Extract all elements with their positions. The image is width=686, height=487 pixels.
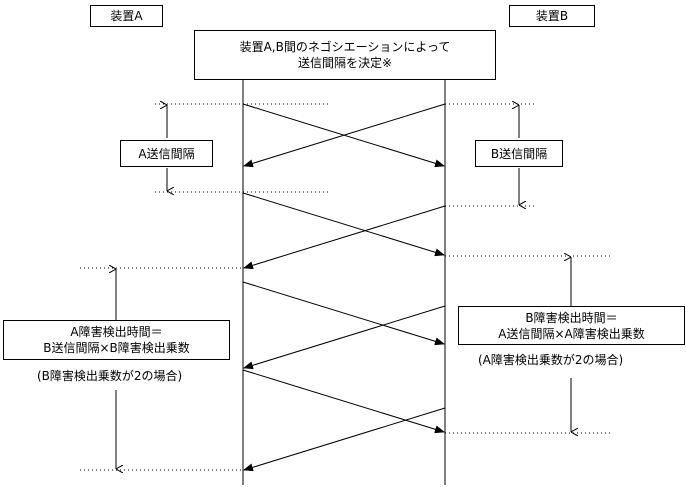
detect-a-note: (B障害検出乗数が2の場合) xyxy=(37,369,183,383)
message-b-to-a-2 xyxy=(243,205,446,270)
message-a-to-b-3 xyxy=(242,281,445,346)
negotiation-line-1: 装置A,B間のネゴシエーションによって xyxy=(239,40,451,54)
detect-a-line-2: B送信間隔×B障害検出乗数 xyxy=(43,341,190,355)
detect-b-note: (A障害検出乗数が2の場合) xyxy=(478,353,624,367)
negotiation-box: 装置A,B間のネゴシエーションによって 送信間隔を決定※ xyxy=(194,30,496,80)
interval-b-box: B送信間隔 xyxy=(475,140,563,167)
detect-a-line-1: A障害検出時間＝ xyxy=(70,325,163,339)
interval-a-box: A送信間隔 xyxy=(120,140,213,167)
detect-b-line-2: A送信間隔×A障害検出乗数 xyxy=(498,326,645,341)
negotiation-line-2: 送信間隔を決定※ xyxy=(297,56,393,70)
time-markers xyxy=(80,103,610,471)
message-b-to-a-1 xyxy=(243,103,446,168)
device-a-header: 装置A xyxy=(90,5,163,27)
detect-b-line-1: B障害検出時間＝ xyxy=(525,310,618,325)
interval-b-label: B送信間隔 xyxy=(490,146,548,161)
messages-a-to-b xyxy=(242,103,445,434)
device-a-label: 装置A xyxy=(110,9,143,23)
message-a-to-b-4 xyxy=(242,369,445,434)
message-b-to-a-4 xyxy=(243,407,446,472)
interval-arrows xyxy=(116,105,571,469)
device-b-label: 装置B xyxy=(535,9,569,23)
detect-b-box: B障害検出時間＝ A送信間隔×A障害検出乗数 xyxy=(458,306,685,345)
message-a-to-b-2 xyxy=(242,192,445,257)
message-b-to-a-3 xyxy=(243,305,446,370)
device-b-header: 装置B xyxy=(509,5,595,27)
detect-a-box: A障害検出時間＝ B送信間隔×B障害検出乗数 xyxy=(3,320,230,360)
messages-b-to-a xyxy=(243,103,446,472)
interval-a-label: A送信間隔 xyxy=(138,146,195,161)
